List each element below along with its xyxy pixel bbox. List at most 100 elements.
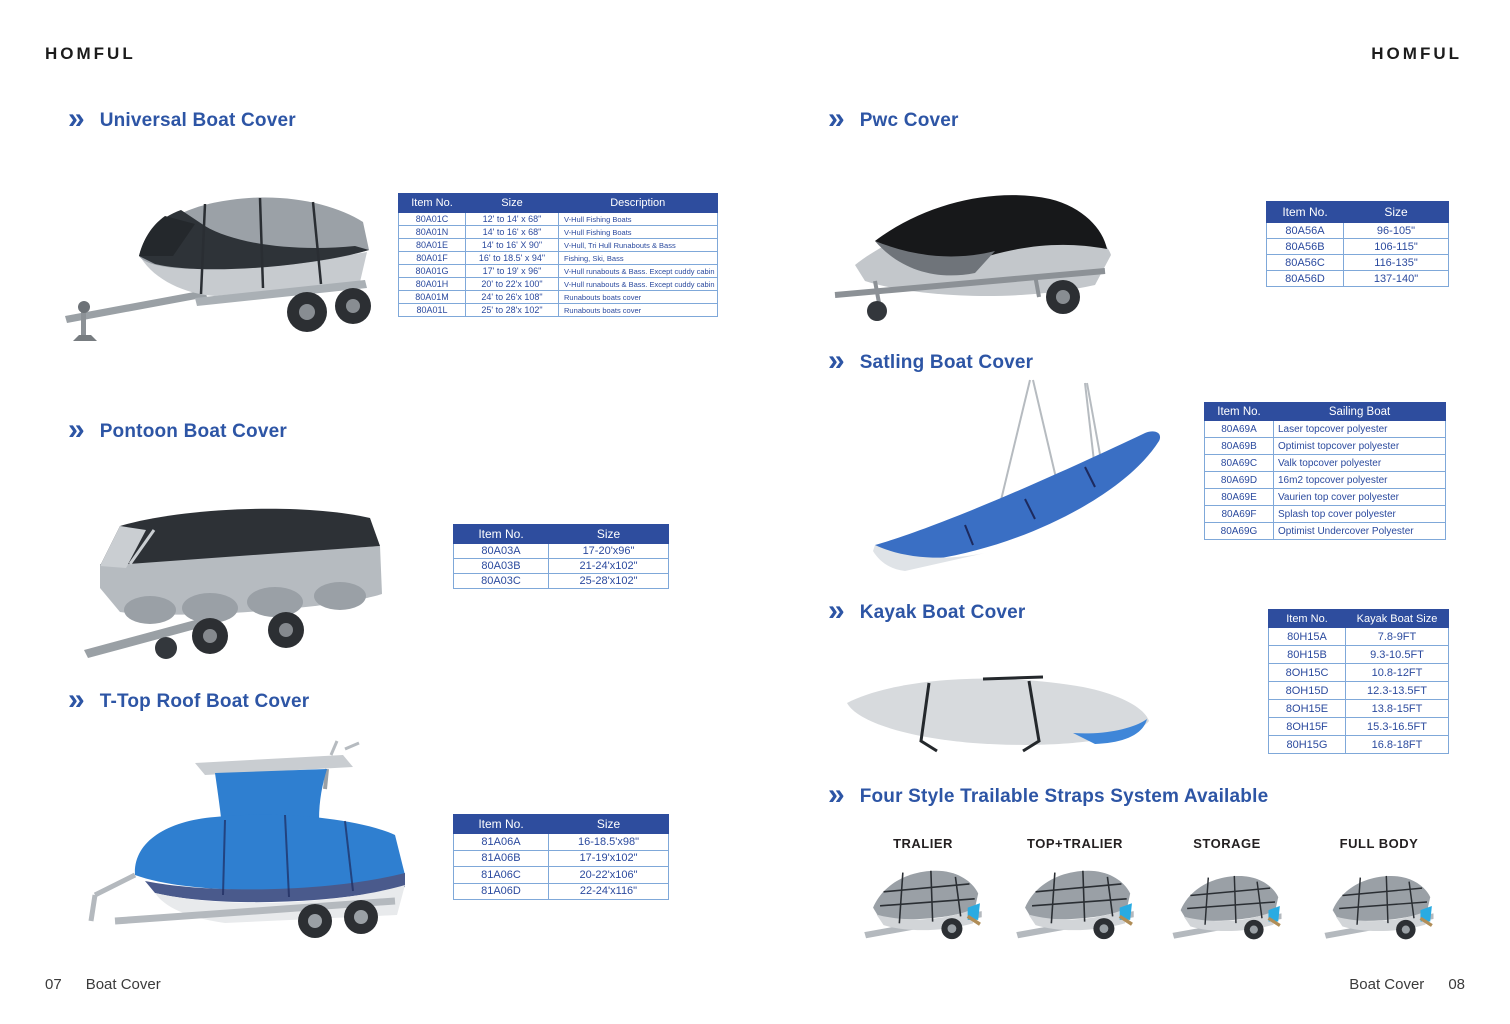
table-cell: 80A01L [398,303,466,317]
table-header-row: Item No.Size [453,814,669,834]
table-cell: 80A56D [1266,270,1344,287]
strap-styles-row: TRALIER TOP+TRALIER STORAGE FULL BODY [853,836,1449,947]
table-cell: 80A69B [1204,437,1274,455]
strap-style-tralier: TRALIER [853,836,993,947]
table-cell: 80H15B [1268,645,1346,664]
brand-logo-left: HOMFUL [45,44,136,63]
brand-logo-right: HOMFUL [1371,44,1462,63]
table-cell: 80A69C [1204,454,1274,472]
column-header: Size [465,193,559,213]
double-chevron-icon: » [828,594,845,627]
table-cell: Splash top cover polyester [1273,505,1446,523]
table-cell: 20' to 22'x 100" [465,277,559,291]
table-cell: V-Hull Fishing Boats [558,212,718,226]
table-cell: Optimist Undercover Polyester [1273,522,1446,540]
table-cell: 80H15G [1268,735,1346,754]
table-cell: Runabouts boats cover [558,290,718,304]
table-cell: 80A69A [1204,420,1274,438]
storage-boat-illustration [1166,861,1288,947]
section-heading-text: Universal Boat Cover [99,110,296,131]
table-cell: 80A01N [398,225,466,239]
table-cell: Laser topcover polyester [1273,420,1446,438]
footer-right: Boat Cover 08 [1349,976,1465,993]
table-cell: 81A06C [453,866,549,884]
table-header-row: Item No.Size [1266,201,1449,223]
table-cell: 80A56A [1266,222,1344,239]
table-cell: 80A01E [398,238,466,252]
pontoon-boat-cover-photo [60,468,400,668]
table-cell: 137-140" [1343,270,1449,287]
double-chevron-icon: » [828,344,845,377]
page-number: 08 [1448,976,1465,993]
double-chevron-icon: » [828,778,845,811]
table-cell: 12' to 14' x 68" [465,212,559,226]
table-cell: V-Hull, Tri Hull Runabouts & Bass [558,238,718,252]
table-cell: 17-20'x96" [548,543,669,559]
table-cell: 80A03B [453,558,549,574]
table-cell: 9.3-10.5FT [1345,645,1449,664]
strap-style-full-body: FULL BODY [1309,836,1449,947]
section-title-pontoon: » Pontoon Boat Cover [68,413,287,446]
table-cell: 80A01F [398,251,466,265]
section-title-universal: » Universal Boat Cover [68,104,296,134]
column-header: Item No. [1266,201,1344,223]
table-cell: 16.8-18FT [1345,735,1449,754]
table-header-row: Item No.Sailing Boat [1204,402,1446,421]
table-cell: 21-24'x102" [548,558,669,574]
table-cell: 8OH15D [1268,681,1346,700]
strap-style-label: TRALIER [893,836,953,851]
table-cell: 24' to 26'x 108" [465,290,559,304]
column-header: Size [548,814,669,834]
strap-style-storage: STORAGE [1157,836,1297,947]
table-cell: V-Hull runabouts & Bass. Except cuddy ca… [558,277,718,291]
section-heading-text: Four Style Trailable Straps System Avail… [859,786,1269,807]
page-number: 07 [45,976,62,993]
table-cell: 7.8-9FT [1345,627,1449,646]
section-heading-text: Kayak Boat Cover [859,602,1026,623]
table-cell: 96-105" [1343,222,1449,239]
table-cell: 116-135" [1343,254,1449,271]
footer-left: 07 Boat Cover [45,976,161,993]
section-title-pwc: » Pwc Cover [828,102,959,135]
column-header: Kayak Boat Size [1345,609,1449,628]
table-cell: Valk topcover polyester [1273,454,1446,472]
double-chevron-icon: » [828,102,845,135]
table-cell: 80A01H [398,277,466,291]
table-cell: 17-19'x102" [548,849,669,867]
table-cell: 16m2 topcover polyester [1273,471,1446,489]
table-cell: 8OH15F [1268,717,1346,736]
table-cell: 15.3-16.5FT [1345,717,1449,736]
section-title-kayak: » Kayak Boat Cover [828,594,1026,627]
column-header: Item No. [1204,402,1274,421]
table-cell: Optimist topcover polyester [1273,437,1446,455]
ttop-boat-cover-photo [75,725,420,940]
table-cell: 80A69F [1204,505,1274,523]
table-cell: 80A03C [453,573,549,589]
section-heading-text: T-Top Roof Boat Cover [99,691,310,712]
table-cell: Runabouts boats cover [558,303,718,317]
double-chevron-icon: » [68,413,85,446]
